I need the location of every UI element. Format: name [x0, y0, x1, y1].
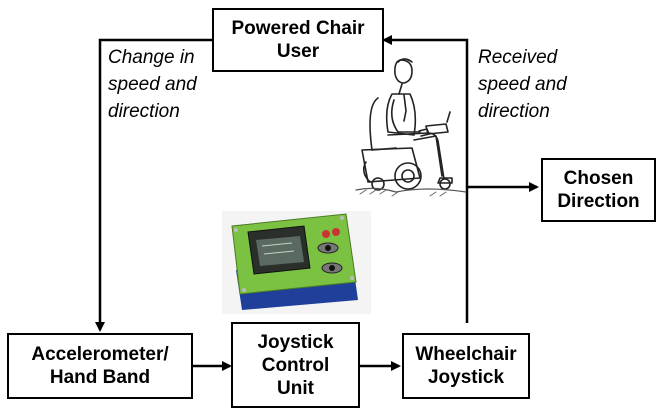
- node-powered-chair-user: Powered Chair User: [212, 8, 384, 72]
- node-wheelchair-joystick: Wheelchair Joystick: [402, 333, 530, 399]
- connector-user-to-accelerometer: [95, 38, 212, 332]
- node-accelerometer-hand-band: Accelerometer/ Hand Band: [7, 333, 193, 399]
- joystick-control-unit-photo: [222, 211, 371, 314]
- connector-joystick-to-user: [382, 35, 469, 323]
- edge-label-received-speed: Received speed and direction: [478, 47, 567, 122]
- node-joystick-control-unit: Joystick Control Unit: [231, 322, 360, 408]
- node-chosen-direction: Chosen Direction: [541, 158, 656, 222]
- wheelchair-user-illustration: [355, 58, 467, 197]
- edge-label-change-in-speed: Change in speed and direction: [108, 47, 197, 122]
